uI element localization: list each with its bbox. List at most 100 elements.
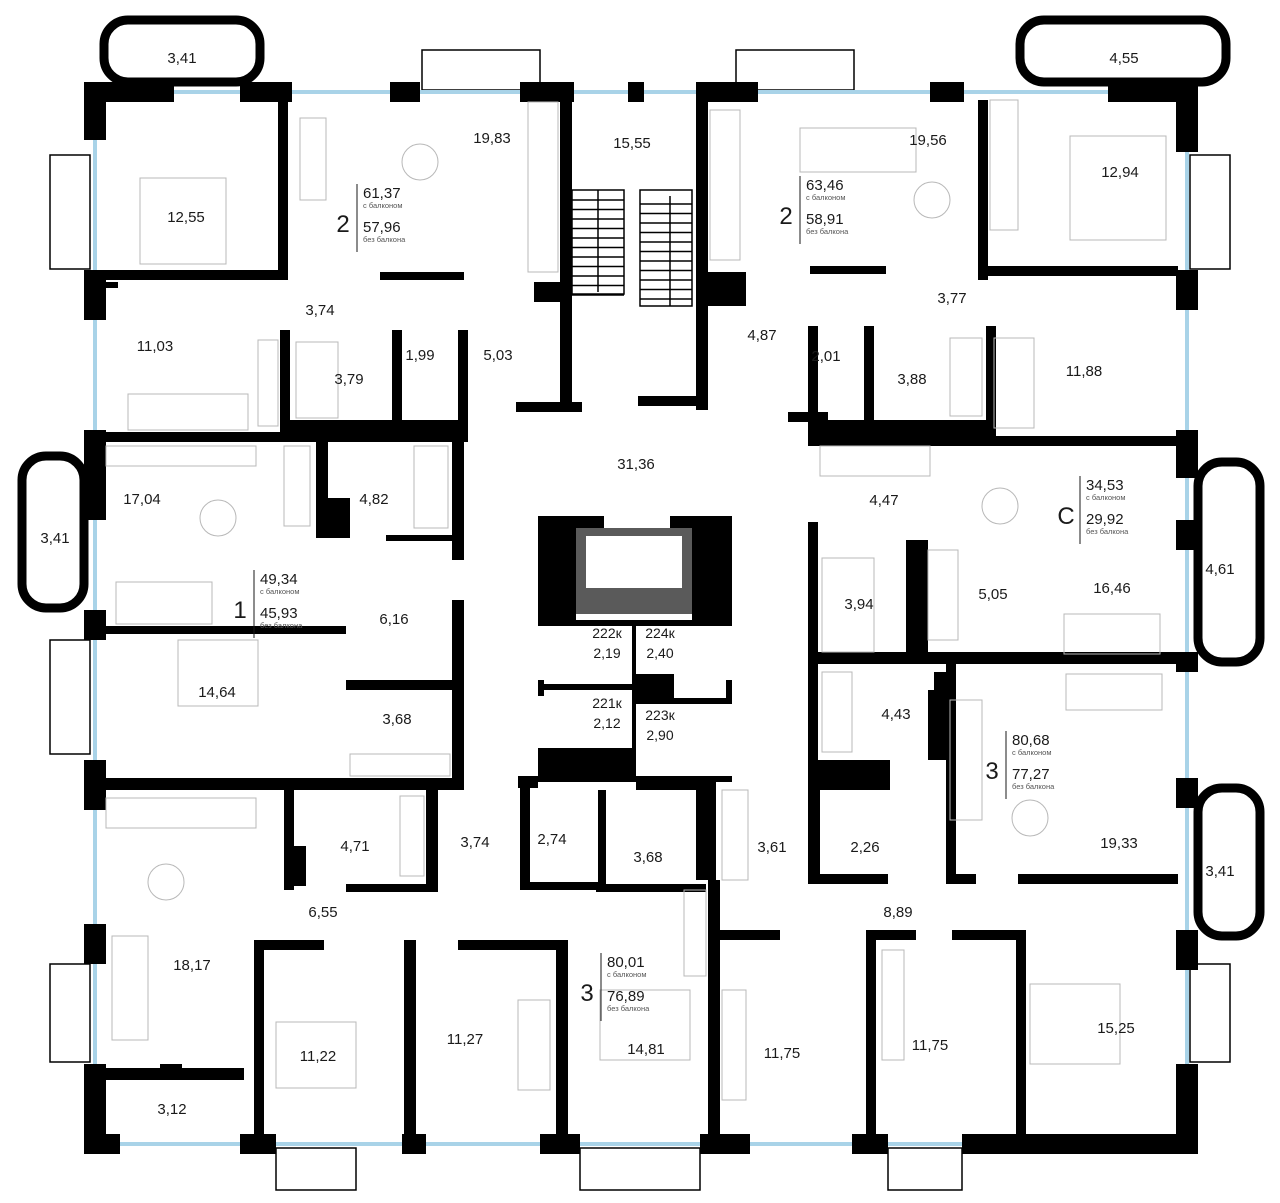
area-with-balcony: 80,68 — [1012, 732, 1050, 749]
caption-with-balcony: с балконом — [1086, 493, 1126, 502]
room-area-label: 2,26 — [850, 839, 879, 856]
caption-without-balcony: без балкона — [806, 227, 849, 236]
room-area-label: 18,17 — [173, 957, 211, 974]
bay-bottom-1 — [275, 1147, 357, 1191]
room-area-label: 15,55 — [613, 135, 651, 152]
room-area-label: 3,41 — [167, 50, 196, 67]
elevator-cabin — [586, 536, 682, 588]
room-area-label: 4,43 — [881, 706, 910, 723]
room-area-label: 4,55 — [1109, 50, 1138, 67]
bay-left-1 — [49, 154, 91, 270]
area-without-balcony: 45,93 — [260, 605, 298, 622]
caption-with-balcony: с балконом — [806, 193, 846, 202]
apartment-number: 3 — [580, 980, 593, 1007]
room-area-label: 3,68 — [382, 711, 411, 728]
room-area-label: 6,55 — [308, 904, 337, 921]
room-area-label: 3,94 — [844, 596, 873, 613]
room-area-label: 8,89 — [883, 904, 912, 921]
room-area-label: 17,04 — [123, 491, 161, 508]
interior-walls — [84, 100, 1198, 1140]
room-area-label: 11,03 — [137, 338, 173, 355]
room-area-label: 16,46 — [1093, 580, 1131, 597]
room-area-label: 12,94 — [1101, 164, 1139, 181]
room-area-label: 4,87 — [747, 327, 776, 344]
room-area-label: 3,12 — [157, 1101, 186, 1118]
room-area-label: 3,61 — [757, 839, 786, 856]
room-area-label: 11,75 — [764, 1045, 800, 1062]
room-area-label: 4,61 — [1205, 561, 1234, 578]
room-area-label: 3,41 — [40, 530, 69, 547]
apartment-number: С — [1057, 503, 1074, 530]
area-without-balcony: 58,91 — [806, 211, 844, 228]
room-area-label: 11,27 — [447, 1031, 483, 1048]
caption-with-balcony: с балконом — [363, 201, 403, 210]
area-with-balcony: 34,53 — [1086, 477, 1124, 494]
bay-left-2 — [49, 639, 91, 755]
bay-bottom-2 — [579, 1147, 701, 1191]
room-area-label: 1,99 — [405, 347, 434, 364]
room-area-label: 11,75 — [912, 1037, 948, 1054]
room-area-label: 2,01 — [811, 348, 840, 365]
room-area-label: 4,47 — [869, 492, 898, 509]
storage-area: 2,40 — [646, 645, 673, 661]
caption-with-balcony: с балконом — [1012, 748, 1052, 757]
room-area-label: 19,33 — [1100, 835, 1138, 852]
caption-without-balcony: без балкона — [1086, 527, 1129, 536]
bay-right-2 — [1189, 963, 1231, 1063]
area-without-balcony: 77,27 — [1012, 766, 1050, 783]
balcony-top-left — [99, 15, 265, 87]
caption-with-balcony: с балконом — [260, 587, 300, 596]
room-area-label: 3,79 — [334, 371, 363, 388]
caption-without-balcony: без балкона — [260, 621, 303, 630]
room-area-label: 12,55 — [167, 209, 205, 226]
balconies — [17, 15, 1265, 1191]
area-with-balcony: 63,46 — [806, 177, 844, 194]
room-area-label: 6,16 — [379, 611, 408, 628]
room-area-label: 3,77 — [937, 290, 966, 307]
bay-right-1 — [1189, 154, 1231, 270]
room-area-label: 19,83 — [473, 130, 511, 147]
staircase — [571, 189, 693, 307]
room-area-label: 15,25 — [1097, 1020, 1135, 1037]
room-area-label: 2,74 — [537, 831, 566, 848]
area-with-balcony: 80,01 — [607, 954, 645, 971]
room-area-label: 14,81 — [627, 1041, 665, 1058]
storage-area: 2,90 — [646, 727, 673, 743]
room-area-label: 19,56 — [909, 132, 947, 149]
caption-with-balcony: с балконом — [607, 970, 647, 979]
apartment-number: 2 — [336, 211, 349, 238]
area-without-balcony: 76,89 — [607, 988, 645, 1005]
storage-number: 222к — [592, 625, 622, 641]
room-area-label: 11,88 — [1066, 363, 1102, 380]
storage-number: 224к — [645, 625, 675, 641]
area-without-balcony: 57,96 — [363, 219, 401, 236]
balcony-left-mid — [17, 451, 89, 613]
storage-area: 2,12 — [593, 715, 620, 731]
room-area-label: 5,03 — [483, 347, 512, 364]
bay-left-3 — [49, 963, 91, 1063]
area-without-balcony: 29,92 — [1086, 511, 1124, 528]
room-area-label: 11,22 — [300, 1048, 336, 1065]
room-area-label: 14,64 — [198, 684, 236, 701]
room-area-label: 3,68 — [633, 849, 662, 866]
room-area-label: 4,71 — [340, 838, 369, 855]
apartment-number: 3 — [985, 758, 998, 785]
storage-area: 2,19 — [593, 645, 620, 661]
furniture — [105, 99, 1167, 1101]
apartment-number: 2 — [779, 203, 792, 230]
balcony-right-low — [1193, 783, 1265, 941]
room-area-label: 31,36 — [617, 456, 655, 473]
storage-number: 221к — [592, 695, 622, 711]
balcony-right-mid — [1193, 457, 1265, 667]
apartment-number: 1 — [233, 597, 246, 624]
room-area-label: 5,05 — [978, 586, 1007, 603]
area-with-balcony: 49,34 — [260, 571, 298, 588]
room-area-label: 4,82 — [359, 491, 388, 508]
bay-bottom-3 — [887, 1147, 963, 1191]
windows — [93, 90, 1189, 1146]
caption-without-balcony: без балкона — [1012, 782, 1055, 791]
